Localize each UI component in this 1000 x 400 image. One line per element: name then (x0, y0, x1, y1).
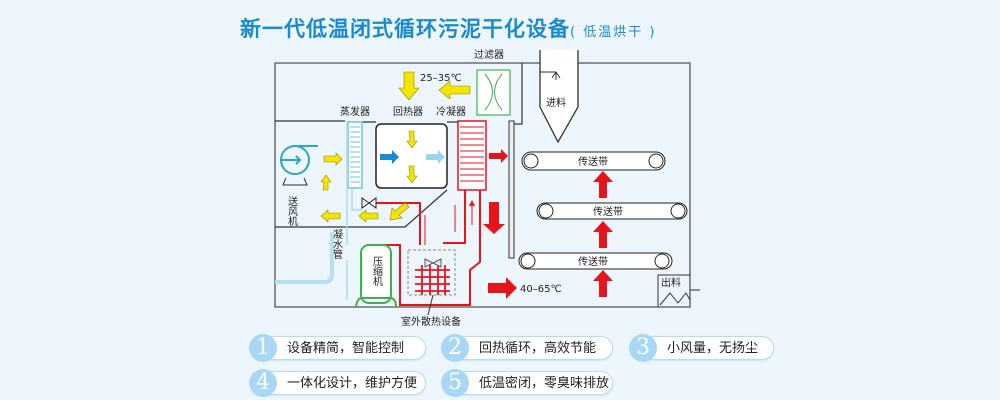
discharge-box (657, 274, 691, 307)
outdoor-fan-icon (424, 258, 442, 268)
fan-icon (280, 145, 318, 186)
feature-2: 2 回热循环，高效节能 (441, 334, 613, 362)
compressor-label: 压缩机 (371, 256, 383, 287)
evaporator-label: 蒸发器 (340, 105, 370, 118)
feed-label: 进料 (546, 96, 566, 109)
refrigerant-pipe (375, 190, 481, 306)
flow-arrows-small (424, 203, 472, 245)
regenerator-label: 回热器 (393, 105, 423, 118)
air-flow-arrows (320, 71, 471, 223)
feature-number: 3 (629, 334, 657, 362)
feature-text: 低温密闭，零臭味排放 (479, 376, 610, 391)
feature-text: 设备精简，智能控制 (287, 341, 405, 356)
feature-text: 小风量，无扬尘 (667, 341, 759, 356)
belt-label: 传送带 (593, 205, 623, 218)
feature-4: 4 一体化设计，维护方便 (249, 369, 426, 397)
belt-label: 传送带 (578, 255, 608, 268)
temp-out-label: 40–65℃ (520, 284, 562, 295)
feature-1: 1 设备精简，智能控制 (249, 334, 426, 362)
outdoor-unit-label: 室外散热设备 (401, 315, 461, 328)
discharge-label: 出料 (661, 276, 681, 289)
subtitle: ( 低温烘干 ) (570, 25, 657, 40)
cool-air-arrow (426, 150, 445, 164)
feed-hopper (539, 50, 579, 144)
hot-air-arrows (483, 149, 613, 299)
title-text: 新一代低温闭式循环污泥干化设备 (240, 17, 570, 41)
feature-5: 5 低温密闭，零臭味排放 (441, 369, 613, 397)
temp-in-label: 25–35℃ (420, 73, 462, 84)
expansion-valve-icon (361, 197, 377, 209)
drain-label: 凝水管 (331, 229, 343, 260)
feature-text: 一体化设计，维护方便 (287, 376, 418, 391)
page-title: 新一代低温闭式循环污泥干化设备( 低温烘干 ) (240, 13, 656, 43)
belt-label: 传送带 (578, 155, 608, 168)
filter-box (476, 69, 511, 116)
outdoor-coil (415, 265, 450, 295)
evaporator-coil (275, 121, 363, 300)
feature-3: 3 小风量，无扬尘 (629, 334, 774, 362)
cold-air-arrow (380, 150, 399, 164)
filter-label: 过滤器 (474, 48, 504, 61)
feature-number: 1 (249, 334, 277, 362)
outdoor-unit (407, 249, 456, 296)
compressor (355, 244, 397, 308)
regenerator-box (375, 123, 448, 189)
conveyor-belts (518, 151, 688, 270)
condenser-label: 冷凝器 (436, 105, 466, 118)
feature-number: 5 (441, 369, 469, 397)
feature-number: 2 (441, 334, 469, 362)
fan-label: 送风机 (286, 195, 298, 227)
air-duct (275, 63, 523, 228)
housing (274, 62, 700, 308)
condenser-coil (457, 120, 487, 191)
filter-icon (484, 73, 503, 111)
feature-number: 4 (249, 369, 277, 397)
feature-text: 回热循环，高效节能 (479, 341, 597, 356)
